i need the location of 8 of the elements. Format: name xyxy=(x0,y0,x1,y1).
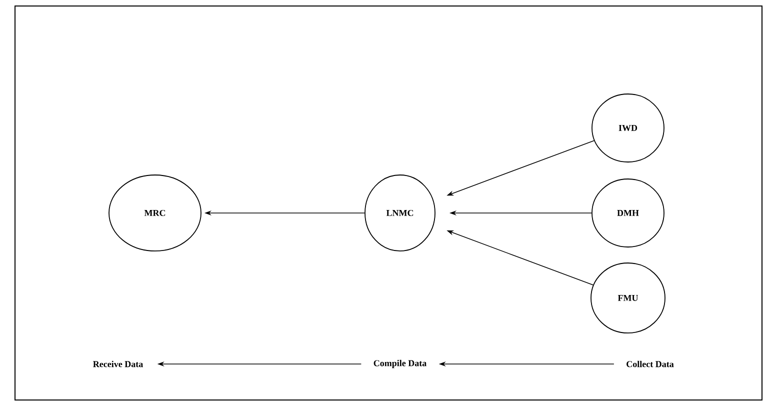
ellipse-node: LNMC xyxy=(364,174,436,252)
stage-label: Collect Data xyxy=(626,360,674,368)
ellipse-node: FMU xyxy=(590,262,666,334)
ellipse-node: DMH xyxy=(592,178,664,248)
ellipse-node: IWD xyxy=(592,94,664,162)
stage-label: Compile Data xyxy=(374,360,426,368)
stage-label: Receive Data xyxy=(93,360,143,368)
ellipse-node: MRC xyxy=(108,174,202,252)
